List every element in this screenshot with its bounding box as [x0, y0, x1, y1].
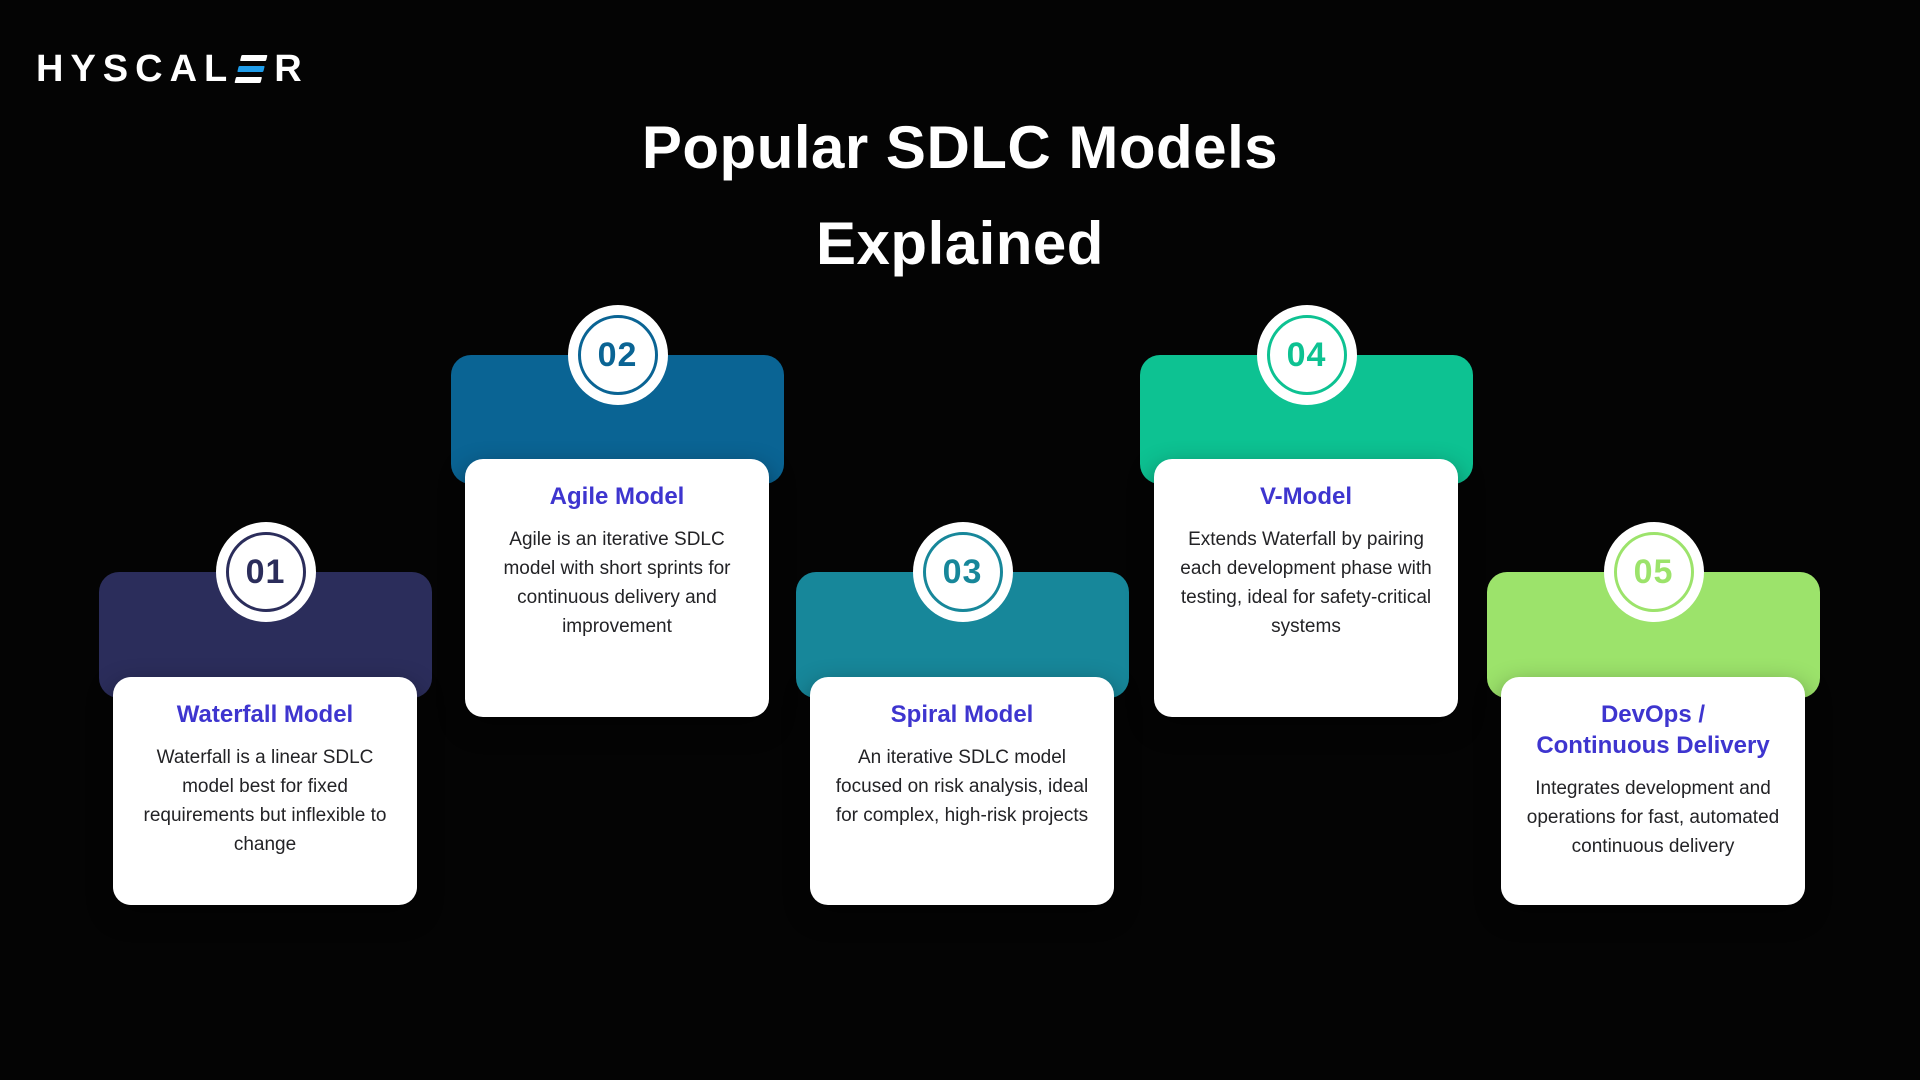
step-number-badge: 04: [1256, 305, 1357, 405]
card-devops-continuous-delivery: 05 DevOps / Continuous Delivery Integrat…: [1487, 522, 1820, 992]
card-title: Spiral Model: [890, 701, 1034, 728]
card-panel: Agile Model Agile is an iterative SDLC m…: [465, 459, 769, 717]
card-description: Extends Waterfall by pairing each develo…: [1180, 529, 1432, 637]
step-number-badge: 02: [567, 305, 668, 405]
logo-e-bar-middle: [237, 66, 265, 72]
step-number-badge: 05: [1603, 522, 1704, 622]
page-title-line2: Explained: [816, 210, 1104, 277]
step-number: 01: [225, 532, 306, 612]
card-description: Agile is an iterative SDLC model with sh…: [503, 529, 731, 637]
card-description: Waterfall is a linear SDLC model best fo…: [143, 747, 387, 855]
card-title: Waterfall Model: [176, 701, 354, 728]
step-number: 04: [1266, 315, 1347, 395]
logo-stylized-e-icon: [234, 55, 268, 83]
step-number-badge: 03: [912, 522, 1013, 622]
card-v-model: 04 V-Model Extends Waterfall by pairing …: [1140, 305, 1473, 775]
card-panel: DevOps / Continuous Delivery Integrates …: [1501, 677, 1805, 905]
card-panel: Spiral Model An iterative SDLC model foc…: [810, 677, 1114, 905]
step-number: 05: [1613, 532, 1694, 612]
hyscaler-logo: HYSCAL R: [36, 50, 309, 88]
card-waterfall-model: 01 Waterfall Model Waterfall is a linear…: [99, 522, 432, 992]
page-title-line1: Popular SDLC Models: [641, 114, 1279, 181]
page-title: Popular SDLC Models Explained: [0, 100, 1920, 292]
card-panel: V-Model Extends Waterfall by pairing eac…: [1154, 459, 1458, 717]
logo-text-left: HYSCAL: [36, 48, 235, 90]
card-title: DevOps / Continuous Delivery: [1536, 701, 1770, 759]
logo-e-bar-top: [240, 55, 268, 61]
logo-e-bar-bottom: [234, 77, 263, 83]
step-number-badge: 01: [215, 522, 316, 622]
card-title: Agile Model: [549, 483, 685, 510]
card-description: Integrates development and operations fo…: [1526, 778, 1780, 857]
card-agile-model: 02 Agile Model Agile is an iterative SDL…: [451, 305, 784, 775]
logo-text-right: R: [274, 48, 309, 90]
card-spiral-model: 03 Spiral Model An iterative SDLC model …: [796, 522, 1129, 992]
card-title: V-Model: [1259, 483, 1352, 510]
step-number: 03: [922, 532, 1003, 612]
card-panel: Waterfall Model Waterfall is a linear SD…: [113, 677, 417, 905]
step-number: 02: [577, 315, 658, 395]
card-description: An iterative SDLC model focused on risk …: [835, 747, 1089, 826]
